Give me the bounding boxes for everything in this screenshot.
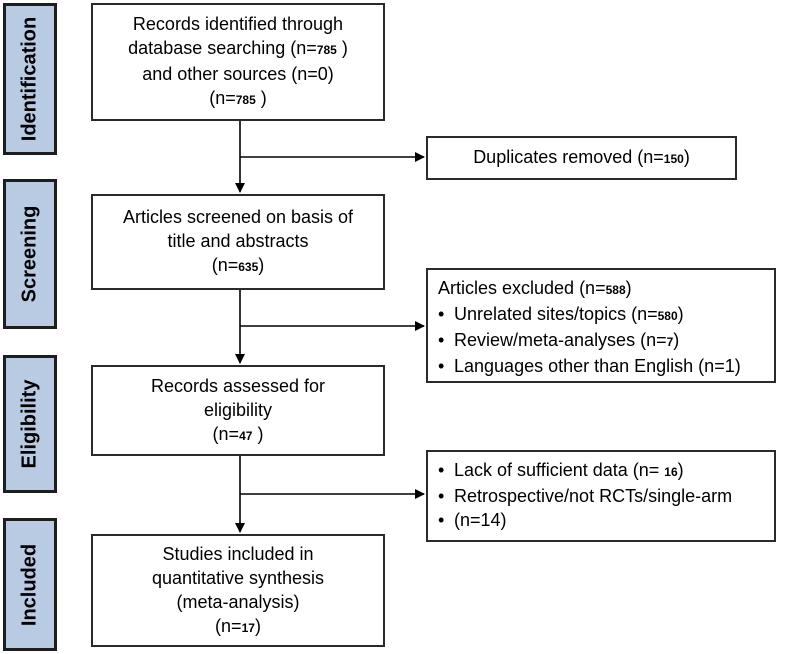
articles-excluded-list: Unrelated sites/topics (n=580) Review/me…	[438, 302, 764, 378]
included-count: 17	[241, 620, 255, 635]
stage-screening: Screening	[3, 179, 57, 329]
eligibility-box: Records assessed for eligibility (n=47 )	[91, 365, 385, 456]
excluded-item-reviews: Review/meta-analyses (n=7)	[438, 328, 764, 354]
eligibility-line-2: eligibility	[203, 399, 273, 420]
screening-line-3: (n=635)	[211, 255, 265, 275]
stage-included: Included	[3, 518, 57, 651]
eligibility-count: 47	[239, 428, 253, 443]
excluded-item-insufficient-data: Lack of sufficient data (n= 16)	[438, 458, 764, 484]
eligibility-excluded-box: Lack of sufficient data (n= 16) Retrospe…	[426, 450, 776, 542]
identification-line-1: Records identified through	[132, 14, 344, 34]
excluded-item-retrospective-count: (n=14)	[438, 508, 764, 532]
identification-line-3: and other sources (n=0)	[142, 64, 334, 84]
excluded-item-unrelated: Unrelated sites/topics (n=580)	[438, 302, 764, 328]
included-line-3: (meta-analysis)	[176, 591, 300, 612]
identification-total: 785	[235, 93, 256, 107]
excluded-item-retrospective: Retrospective/not RCTs/single-arm	[438, 484, 764, 508]
articles-excluded-title: Articles excluded (n=588)	[438, 278, 632, 298]
screening-line-1: Articles screened on basis of	[122, 207, 354, 227]
identification-line-4: (n=785 )	[209, 88, 267, 108]
included-line-1: Studies included in	[162, 543, 314, 564]
articles-excluded-count: 588	[605, 283, 626, 297]
identification-line-2: database searching (n=785 )	[128, 38, 348, 58]
articles-excluded-box: Articles excluded (n=588) Unrelated site…	[426, 268, 776, 383]
duplicates-count: 150	[663, 152, 684, 166]
included-line-2: quantitative synthesis	[151, 567, 325, 588]
stage-eligibility: Eligibility	[3, 355, 57, 493]
eligibility-line-1: Records assessed for	[150, 375, 326, 396]
screening-line-2: title and abstracts	[167, 231, 309, 251]
screening-count: 635	[238, 260, 259, 274]
included-line-4: (n=17)	[215, 615, 261, 636]
excluded-item-languages: Languages other than English (n=1)	[438, 354, 764, 378]
stage-identification: Identification	[3, 3, 57, 155]
duplicates-removed-text: Duplicates removed (n=150)	[473, 147, 690, 167]
duplicates-removed-box: Duplicates removed (n=150)	[426, 136, 737, 180]
included-box: Studies included in quantitative synthes…	[91, 534, 385, 647]
eligibility-line-3: (n=47 )	[212, 423, 264, 444]
identification-count: 785	[316, 43, 337, 57]
eligibility-excluded-list: Lack of sufficient data (n= 16) Retrospe…	[438, 458, 764, 532]
identification-box: Records identified through database sear…	[91, 3, 385, 121]
screening-box: Articles screened on basis of title and …	[91, 194, 385, 290]
